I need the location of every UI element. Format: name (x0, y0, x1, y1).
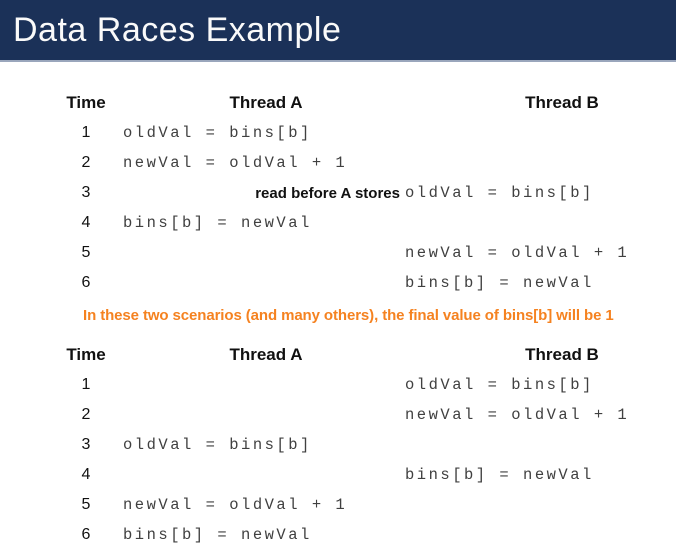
time-value: 5 (81, 496, 91, 513)
time-value: 4 (81, 214, 91, 231)
thread-b-code: bins[b] = newVal (405, 274, 594, 292)
thread-a-code: newVal = oldVal + 1 (123, 496, 348, 514)
table-row: 4 bins[b] = newVal (62, 460, 676, 490)
thread-b-code: bins[b] = newVal (405, 466, 594, 484)
scenario-summary-caption: In these two scenarios (and many others)… (83, 307, 614, 324)
thread-b-code: newVal = oldVal + 1 (405, 406, 630, 424)
table2-header-row: Time Thread A Thread B (62, 340, 676, 370)
time-value: 2 (81, 154, 91, 171)
thread-a-code: bins[b] = newVal (123, 526, 312, 544)
time-value: 3 (81, 436, 91, 453)
table-row: 4 bins[b] = newVal (62, 208, 676, 238)
column-header-time: Time (66, 93, 106, 112)
page-title: Data Races Example (13, 10, 342, 49)
table-row: 1 oldVal = bins[b] (62, 118, 676, 148)
title-bar: Data Races Example (0, 0, 676, 62)
table-row: 6 bins[b] = newVal (62, 268, 676, 298)
time-value: 3 (81, 184, 91, 201)
time-value: 2 (81, 406, 91, 423)
thread-a-code: oldVal = bins[b] (123, 124, 312, 142)
table-row: 2 newVal = oldVal + 1 (62, 148, 676, 178)
column-header-time: Time (66, 345, 106, 364)
thread-b-code: newVal = oldVal + 1 (405, 244, 630, 262)
table1-header-row: Time Thread A Thread B (62, 88, 676, 118)
table-row: 1 oldVal = bins[b] (62, 370, 676, 400)
table-row: 2 newVal = oldVal + 1 (62, 400, 676, 430)
thread-a-code: bins[b] = newVal (123, 214, 312, 232)
thread-b-code: oldVal = bins[b] (405, 184, 594, 202)
table-row: 3 read before A stores oldVal = bins[b] (62, 178, 676, 208)
time-value: 6 (81, 274, 91, 291)
column-header-thread-a: Thread A (229, 345, 303, 364)
table-row: 3 oldVal = bins[b] (62, 430, 676, 460)
column-header-thread-a: Thread A (229, 93, 303, 112)
table-row: 5 newVal = oldVal + 1 (62, 238, 676, 268)
thread-a-code: newVal = oldVal + 1 (123, 154, 348, 172)
time-value: 1 (81, 124, 91, 141)
annotation-read-before-a-stores: read before A stores (255, 184, 400, 202)
time-value: 5 (81, 244, 91, 261)
scenario-table-1: Time Thread A Thread B 1 oldVal = bins[b… (62, 88, 676, 298)
table-row: 6 bins[b] = newVal (62, 520, 676, 550)
time-value: 6 (81, 526, 91, 543)
column-header-thread-b: Thread B (525, 345, 599, 364)
thread-b-code: oldVal = bins[b] (405, 376, 594, 394)
table-row: 5 newVal = oldVal + 1 (62, 490, 676, 520)
column-header-thread-b: Thread B (525, 93, 599, 112)
scenario-table-2: Time Thread A Thread B 1 oldVal = bins[b… (62, 340, 676, 550)
thread-a-code: oldVal = bins[b] (123, 436, 312, 454)
time-value: 1 (81, 376, 91, 393)
time-value: 4 (81, 466, 91, 483)
